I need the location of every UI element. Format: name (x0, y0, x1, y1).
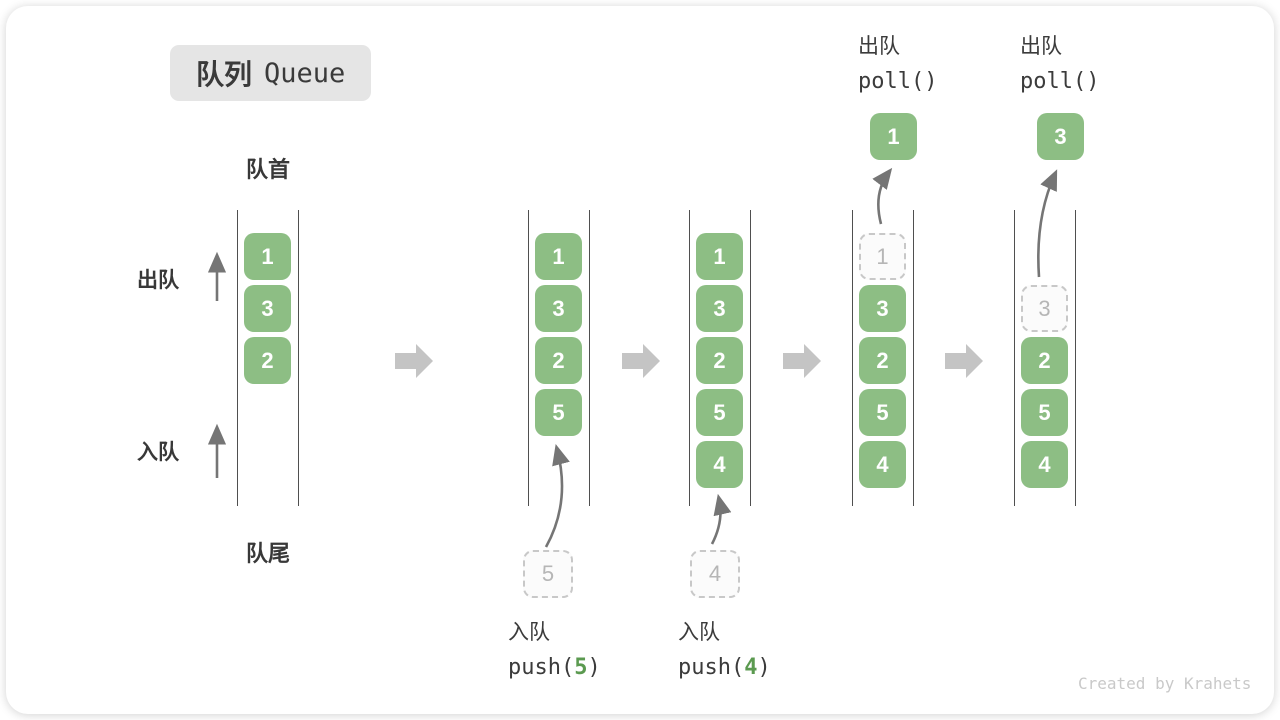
removed-cell-ghost: 3 (1021, 285, 1068, 332)
queue-cell: 3 (859, 285, 906, 332)
queue-cell: 1 (244, 233, 291, 280)
queue-state-4: 1 3 2 5 4 (852, 210, 914, 506)
queue-cell: 1 (535, 233, 582, 280)
queue-cell: 5 (859, 389, 906, 436)
title-en: Queue (264, 57, 346, 89)
dequeue-op-annotation: 出队 poll() (1020, 30, 1099, 94)
removed-cell-ghost: 1 (859, 233, 906, 280)
enqueue-op-code: push(5) (508, 655, 601, 680)
enqueue-side-label: 入队 (137, 441, 179, 464)
queue-cell: 3 (696, 285, 743, 332)
queue-cell: 5 (696, 389, 743, 436)
queue-cell: 2 (696, 337, 743, 384)
staged-value-box: 5 (523, 550, 573, 598)
queue-state-5: 3 2 5 4 (1014, 210, 1076, 506)
queue-cell: 5 (1021, 389, 1068, 436)
enqueue-arg: 4 (744, 655, 758, 680)
queue-state-1: 1 3 2 (237, 210, 299, 506)
enqueue-op-annotation: 入队 push(5) (508, 616, 601, 680)
enqueue-arg: 5 (574, 655, 588, 680)
queue-state-3: 1 3 2 5 4 (689, 210, 751, 506)
queue-front-label: 队首 (245, 157, 290, 182)
enqueue-op-label: 入队 (508, 621, 550, 644)
queue-cell: 4 (859, 441, 906, 488)
enqueue-op-label: 入队 (678, 621, 720, 644)
queue-cell: 2 (1021, 337, 1068, 384)
queue-state-2: 1 3 2 5 (528, 210, 590, 506)
enqueue-op-code: push(4) (678, 655, 771, 680)
dequeue-op-label: 出队 (1020, 35, 1062, 58)
queue-cell: 1 (696, 233, 743, 280)
queue-cell: 4 (696, 441, 743, 488)
polled-value-box: 3 (1037, 113, 1084, 160)
queue-cell: 2 (244, 337, 291, 384)
title-zh: 队列 (196, 59, 253, 90)
dequeue-op-code: poll() (858, 69, 938, 94)
canvas-card (6, 6, 1274, 714)
queue-cell: 2 (859, 337, 906, 384)
queue-cell: 3 (244, 285, 291, 332)
enqueue-op-annotation: 入队 push(4) (678, 616, 771, 680)
title-badge: 队列 Queue (170, 45, 372, 101)
queue-cell: 5 (535, 389, 582, 436)
polled-value-box: 1 (870, 113, 917, 160)
staged-value-box: 4 (690, 550, 740, 598)
queue-cell: 3 (535, 285, 582, 332)
watermark: Created by Krahets (1078, 674, 1252, 693)
queue-rear-label: 队尾 (245, 541, 290, 566)
queue-cell: 4 (1021, 441, 1068, 488)
dequeue-op-annotation: 出队 poll() (858, 30, 937, 94)
queue-cell: 2 (535, 337, 582, 384)
dequeue-op-label: 出队 (858, 35, 900, 58)
dequeue-op-code: poll() (1020, 69, 1100, 94)
dequeue-side-label: 出队 (137, 269, 179, 292)
